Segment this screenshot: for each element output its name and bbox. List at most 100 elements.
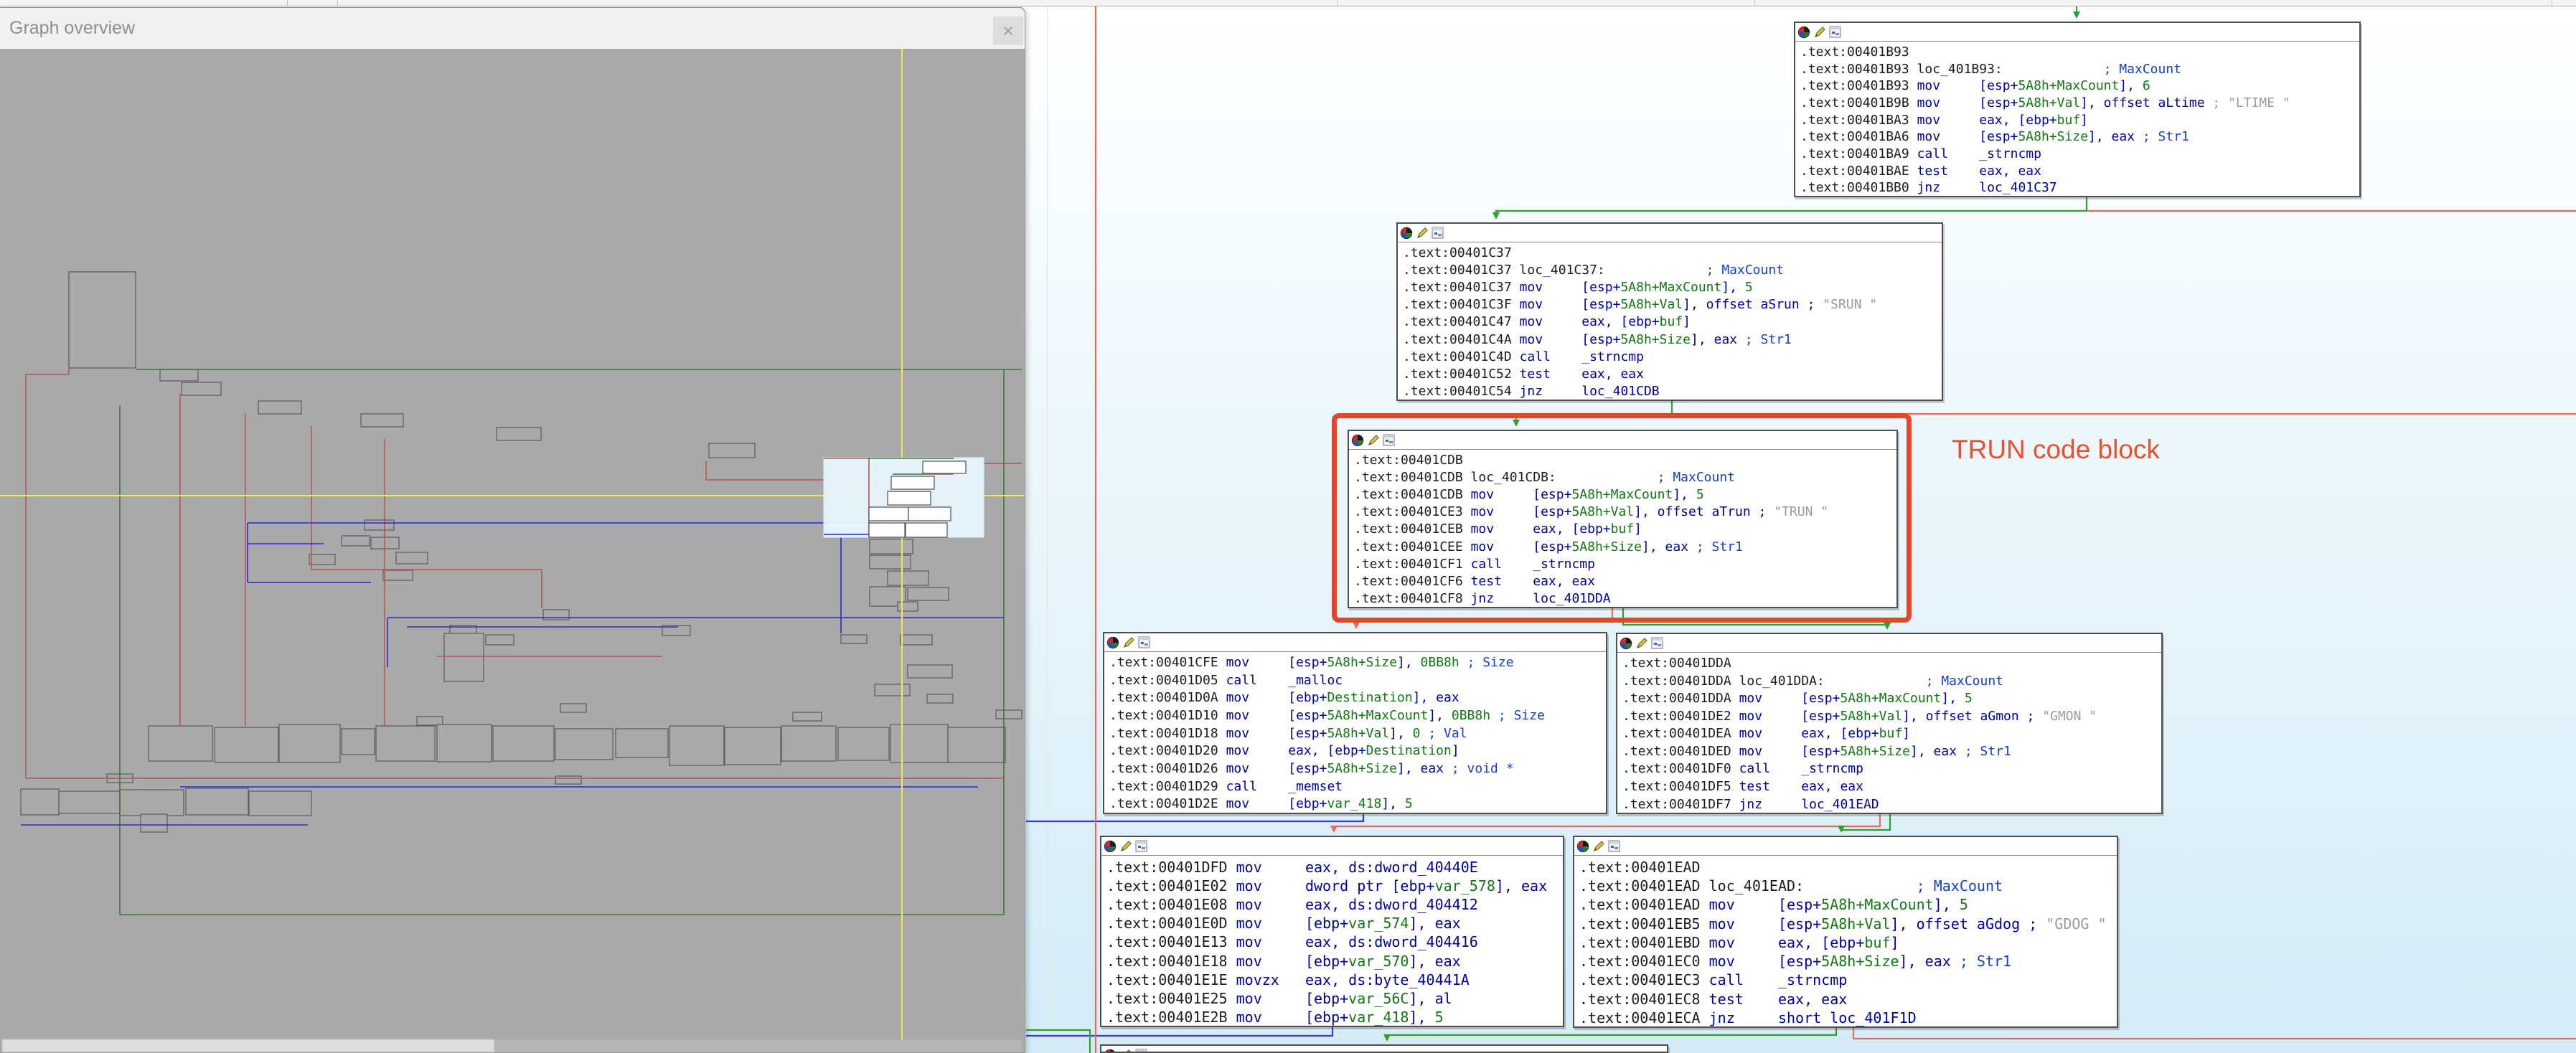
block-titlebar[interactable] (1795, 23, 2359, 42)
code-line[interactable]: .text:00401E18 mov [ebp+var_570], eax (1106, 952, 1461, 970)
code-line[interactable]: .text:00401CF1 call _strncmp (1354, 556, 1595, 572)
code-line[interactable]: .text:00401DF5 test eax, eax (1622, 778, 1863, 794)
code-line[interactable]: .text:00401D29 call _memset (1109, 778, 1343, 794)
code-line[interactable]: .text:00401C37 loc_401C37: ; MaxCount (1403, 263, 1785, 278)
code-line[interactable]: .text:00401ECA jnz short loc_401F1D (1579, 1009, 1917, 1026)
basic-block-401DFD[interactable]: .text:00401DFD mov eax, ds:dword_40440E.… (1100, 836, 1564, 1027)
code-line[interactable]: .text:00401D0A mov [ebp+Destination], ea… (1109, 690, 1459, 706)
code-line[interactable]: .text:00401D10 mov [esp+5A8h+MaxCount], … (1109, 708, 1545, 724)
code-line[interactable]: .text:00401E13 mov eax, ds:dword_404416 (1106, 933, 1478, 951)
code-line[interactable]: .text:00401D20 mov eax, [ebp+Destination… (1109, 743, 1459, 759)
block-titlebar[interactable] (1574, 837, 2117, 856)
code-line[interactable]: .text:00401DF0 call _strncmp (1622, 761, 1863, 777)
close-icon[interactable]: × (993, 16, 1023, 45)
code-line[interactable]: .text:00401BA9 call _strncmp (1800, 146, 2041, 162)
code-line[interactable]: .text:00401C47 mov eax, [ebp+buf] (1403, 314, 1691, 330)
code-line[interactable]: .text:00401BAE test eax, eax (1800, 163, 2041, 179)
code-line[interactable]: .text:00401D05 call _malloc (1109, 672, 1343, 688)
code-line[interactable]: .text:00401CDB mov [esp+5A8h+MaxCount], … (1354, 487, 1704, 503)
minimap-node (907, 587, 949, 601)
code-line[interactable]: .text:00401DDA loc_401DDA: ; MaxCount (1622, 673, 2004, 689)
code-line[interactable]: .text:00401E1E movzx eax, ds:byte_40441A (1106, 971, 1470, 988)
minimap-background (0, 49, 1025, 1052)
code-line[interactable]: .text:00401CF6 test eax, eax (1354, 573, 1595, 589)
block-disassembly-text[interactable]: .text:00401EAD.text:00401EAD loc_401EAD:… (1574, 856, 2117, 1026)
code-line[interactable]: .text:00401E08 mov eax, ds:dword_404412 (1106, 896, 1478, 914)
code-line[interactable]: .text:00401DED mov [esp+5A8h+Size], eax … (1622, 743, 2011, 759)
code-line[interactable]: .text:00401E25 mov [ebp+var_56C], al (1106, 989, 1452, 1007)
code-line[interactable]: .text:00401EAD mov [esp+5A8h+MaxCount], … (1579, 896, 1968, 914)
code-line[interactable]: .text:00401CDB (1354, 453, 1463, 468)
code-line[interactable]: .text:00401DDA mov [esp+5A8h+MaxCount], … (1622, 691, 1973, 707)
graph-overview-minimap[interactable] (0, 49, 1025, 1052)
code-line[interactable]: .text:00401C3F mov [esp+5A8h+Val], offse… (1403, 297, 1878, 313)
code-line[interactable]: .text:00401B9B mov [esp+5A8h+Val], offse… (1800, 95, 2290, 111)
block-titlebar[interactable] (1617, 634, 2161, 653)
code-line[interactable]: .text:00401EC0 mov [esp+5A8h+Size], eax … (1579, 953, 2012, 971)
code-line[interactable]: .text:00401BA3 mov eax, [ebp+buf] (1800, 112, 2088, 128)
code-line[interactable]: .text:00401E02 mov dword ptr [ebp+var_57… (1106, 877, 1548, 895)
block-disassembly-text[interactable]: .text:00401C37 .text:00401C37 loc_401C37:… (1398, 242, 1942, 400)
code-line[interactable]: .text:00401D18 mov [esp+5A8h+Val], 0 ; V… (1109, 725, 1467, 741)
block-disassembly-text[interactable]: .text:00401DDA .text:00401DDA loc_401DDA:… (1617, 653, 2161, 813)
code-line[interactable]: .text:00401DDA (1622, 656, 1731, 671)
block-titlebar[interactable] (1398, 224, 1942, 242)
basic-block-401B93[interactable]: .text:00401B93.text:00401B93 loc_401B93:… (1794, 22, 2361, 197)
code-line[interactable]: .text:00401D26 mov [esp+5A8h+Size], eax … (1109, 761, 1514, 777)
code-line[interactable]: .text:00401CF8 jnz loc_401DDA (1354, 590, 1611, 606)
block-titlebar[interactable] (1101, 1046, 1667, 1052)
code-line[interactable]: .text:00401E2B mov [ebp+var_418], 5 (1106, 1008, 1444, 1026)
graph-overview-titlebar[interactable]: Graph overview × (0, 8, 1025, 49)
minimap-scrollbar-thumb[interactable] (1, 1039, 495, 1052)
minimap-node (185, 788, 249, 816)
minimap-node (890, 724, 949, 763)
code-line[interactable]: .text:00401C54 jnz loc_401CDB (1403, 383, 1660, 399)
block-disassembly-text[interactable]: .text:00401B93.text:00401B93 loc_401B93:… (1795, 42, 2359, 196)
flow-edge-true (1838, 814, 1891, 833)
code-line[interactable]: .text:00401CDB loc_401CDB: ; MaxCount (1354, 470, 1736, 486)
block-disassembly-text[interactable]: .text:00401DFD mov eax, ds:dword_40440E.… (1101, 856, 1563, 1026)
code-line[interactable]: .text:00401BB0 jnz loc_401C37 (1800, 180, 2057, 196)
frame-chart-icon (1829, 26, 1841, 38)
block-disassembly-text[interactable]: .text:00401CFE mov [esp+5A8h+Size], 0BB8… (1104, 652, 1606, 813)
code-line[interactable]: .text:00401DEA mov eax, [ebp+buf] (1622, 726, 1910, 742)
code-line[interactable]: .text:00401EC8 test eax, eax (1579, 990, 1848, 1008)
code-line[interactable]: .text:00401C37 (1403, 245, 1512, 260)
flow-edge-jump (1026, 1027, 1334, 1037)
code-line[interactable]: .text:00401CEB mov eax, [ebp+buf] (1354, 521, 1642, 537)
block-titlebar[interactable] (1349, 431, 1896, 450)
block-titlebar[interactable] (1104, 633, 1606, 652)
basic-block-401CDB[interactable]: .text:00401CDB .text:00401CDB loc_401CDB:… (1348, 430, 1898, 608)
code-line[interactable]: .text:00401EB5 mov [esp+5A8h+Val], offse… (1579, 915, 2107, 932)
basic-block-401CFE[interactable]: .text:00401CFE mov [esp+5A8h+Size], 0BB8… (1103, 632, 1607, 814)
code-line[interactable]: .text:00401EAD loc_401EAD: ; MaxCount (1579, 877, 2003, 895)
basic-block-401EAD[interactable]: .text:00401EAD.text:00401EAD loc_401EAD:… (1573, 836, 2118, 1028)
code-line[interactable]: .text:00401B93 loc_401B93: ; MaxCount (1800, 61, 2182, 77)
code-line[interactable]: .text:00401DFD mov eax, ds:dword_40440E (1106, 859, 1478, 876)
code-line[interactable]: .text:00401CE3 mov [esp+5A8h+Val], offse… (1354, 504, 1829, 520)
block-disassembly-text[interactable]: .text:00401CDB .text:00401CDB loc_401CDB:… (1349, 450, 1896, 607)
code-line[interactable]: .text:00401D2E mov [ebp+var_418], 5 (1109, 796, 1413, 812)
code-line[interactable]: .text:00401EBD mov eax, [ebp+buf] (1579, 933, 1899, 951)
code-line[interactable]: .text:00401B93 mov [esp+5A8h+MaxCount], … (1800, 78, 2150, 94)
node-color-pie-icon (1105, 1049, 1115, 1052)
block-titlebar[interactable] (1101, 837, 1563, 856)
code-line[interactable]: .text:00401DE2 mov [esp+5A8h+Val], offse… (1622, 708, 2097, 724)
code-line[interactable]: .text:00401C4D call _strncmp (1403, 349, 1644, 364)
code-line[interactable]: .text:00401C52 test eax, eax (1403, 366, 1644, 382)
code-line[interactable]: .text:00401BA6 mov [esp+5A8h+Size], eax … (1800, 129, 2189, 145)
basic-block-401F1D[interactable] (1100, 1044, 1668, 1053)
code-line[interactable]: .text:00401CEE mov [esp+5A8h+Size], eax … (1354, 539, 1743, 554)
minimap-node (395, 552, 428, 565)
code-line[interactable]: .text:00401C37 mov [esp+5A8h+MaxCount], … (1403, 280, 1753, 296)
code-line[interactable]: .text:00401B93 (1800, 44, 1909, 60)
code-line[interactable]: .text:00401CFE mov [esp+5A8h+Size], 0BB8… (1109, 655, 1514, 670)
code-line[interactable]: .text:00401E0D mov [ebp+var_574], eax (1106, 915, 1461, 932)
basic-block-401DDA[interactable]: .text:00401DDA .text:00401DDA loc_401DDA:… (1616, 633, 2163, 814)
code-line[interactable]: .text:00401DF7 jnz loc_401EAD (1622, 796, 1879, 812)
node-color-pie-icon (1576, 840, 1589, 852)
code-line[interactable]: .text:00401EAD (1579, 859, 1701, 876)
code-line[interactable]: .text:00401C4A mov [esp+5A8h+Size], eax … (1403, 331, 1792, 347)
code-line[interactable]: .text:00401EC3 call _strncmp (1579, 971, 1848, 989)
basic-block-401C37[interactable]: .text:00401C37 .text:00401C37 loc_401C37:… (1396, 222, 1943, 401)
